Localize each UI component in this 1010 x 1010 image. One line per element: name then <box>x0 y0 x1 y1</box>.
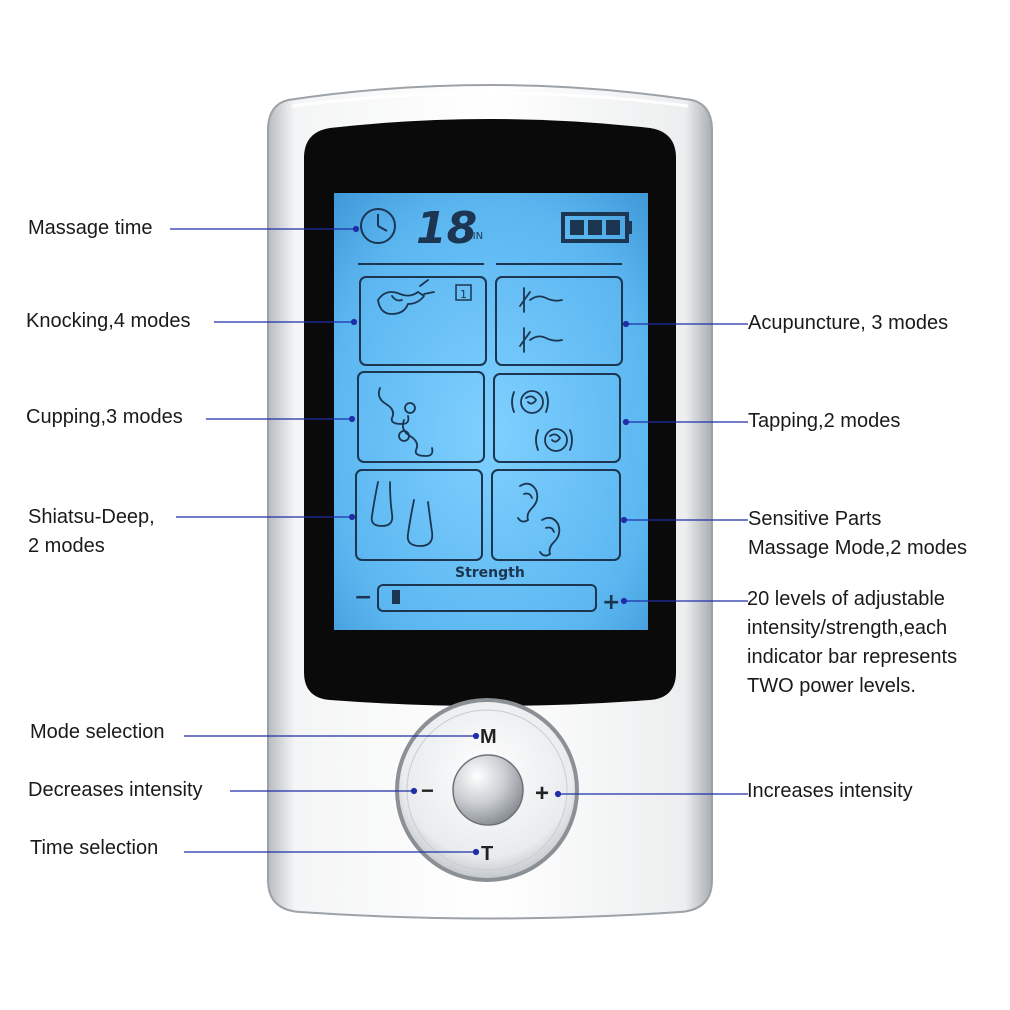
mode-panel-shiatsu <box>355 469 483 561</box>
label-levels-line4: TWO power levels. <box>747 675 916 697</box>
label-levels-line3: indicator bar represents <box>747 646 958 668</box>
plus-button[interactable]: + <box>535 780 549 807</box>
mode-panel-acupuncture <box>495 276 623 366</box>
label-increases: Increases intensity <box>747 780 913 802</box>
label-tapping: Tapping,2 modes <box>748 410 901 432</box>
label-sensitive-line2: Massage Mode,2 modes <box>748 537 968 559</box>
timer-unit: MIN <box>464 231 483 242</box>
feet-icon <box>370 481 434 547</box>
label-massage-time: Massage time <box>28 217 153 239</box>
tapping-head-icon <box>511 390 573 452</box>
center-button[interactable] <box>452 754 524 826</box>
acupuncture-needle-icon <box>519 287 563 353</box>
time-button[interactable]: T <box>481 843 493 865</box>
strength-minus-symbol: − <box>354 585 372 610</box>
lcd-screen <box>334 193 648 630</box>
timer-value: 18 <box>416 203 477 254</box>
knocking-hand-icon <box>377 279 435 315</box>
clock-icon <box>360 208 396 244</box>
ear-icon <box>517 482 561 557</box>
mode-button[interactable]: M <box>480 726 497 748</box>
label-sensitive: Sensitive Parts Massage Mode,2 modes <box>748 505 967 563</box>
strength-plus-symbol: + <box>602 590 620 615</box>
cupping-icon <box>377 387 434 457</box>
label-shiatsu: Shiatsu-Deep, 2 modes <box>28 503 155 561</box>
battery-icon <box>561 212 632 243</box>
strength-level-indicator <box>392 590 400 604</box>
mode-panel-sensitive <box>491 469 621 561</box>
label-cupping: Cupping,3 modes <box>26 406 183 428</box>
label-levels: 20 levels of adjustable intensity/streng… <box>747 585 957 701</box>
mode-panel-knocking <box>359 276 487 366</box>
label-levels-line1: 20 levels of adjustable <box>747 588 945 610</box>
label-knocking: Knocking,4 modes <box>26 310 191 332</box>
mode-panel-tapping <box>493 373 621 463</box>
minus-button[interactable]: − <box>421 778 434 803</box>
label-acupuncture: Acupuncture, 3 modes <box>748 312 949 334</box>
label-shiatsu-line1: Shiatsu-Deep, <box>28 506 155 528</box>
label-decreases: Decreases intensity <box>28 779 203 801</box>
label-time-selection: Time selection <box>30 837 159 859</box>
label-levels-line2: intensity/strength,each <box>747 617 948 639</box>
label-mode-selection: Mode selection <box>30 721 165 743</box>
label-sensitive-line1: Sensitive Parts <box>748 508 882 530</box>
mode-panel-cupping <box>357 371 485 463</box>
strength-bar <box>377 584 597 612</box>
strength-label: Strength <box>455 565 525 581</box>
mode-number: 1 <box>460 288 467 301</box>
label-shiatsu-line2: 2 modes <box>28 535 105 557</box>
